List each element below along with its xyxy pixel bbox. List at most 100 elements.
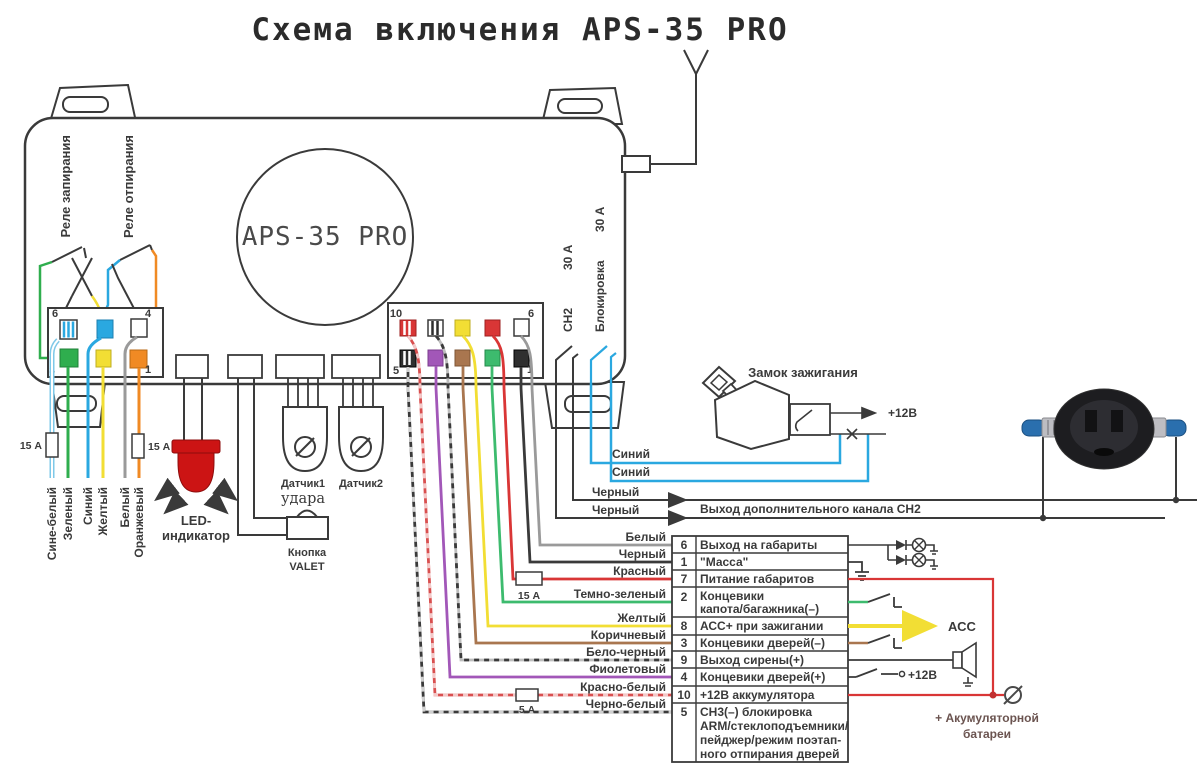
blue-wire-label-1: Синий [612,447,650,461]
relay-pin-6: 6 [52,308,58,320]
ch2-amp-label: 30 А [561,244,575,270]
wire-label-beliy: Белый [625,530,666,544]
valet-label-2: VALET [289,561,325,573]
row4-num: 4 [681,670,688,684]
ignition-label: Замок зажигания [748,365,858,380]
row7-num: 7 [681,572,688,586]
row1-num: 1 [681,555,688,569]
wire-label-cherniy: Черный [619,547,666,561]
black-wire-label-2: Черный [592,503,639,517]
wire-label-fioletoviy: Фиолетовый [589,662,666,676]
block-amp-label: 30 А [593,206,607,232]
relay-pin-1: 1 [145,364,151,376]
bottom-left-bracket-slot [56,395,97,412]
led-label-2: индикатор [162,528,230,543]
row8-desc: АСС+ при зажигании [700,619,823,633]
shock-sensor-1: Датчик1 удара [281,378,328,507]
row7-desc: Питание габаритов [700,572,814,586]
row9-desc: Выход сирены(+) [700,653,804,667]
row10-desc: +12В аккумулятора [700,688,815,702]
fuse-red-wire [515,571,543,586]
wire-label-white: Белый [118,487,132,528]
valet-label-1: Кнопка [288,547,327,559]
table-right-circuits [848,537,1023,705]
main-pin-1: 1 [527,364,533,376]
fuse-orange [131,433,145,459]
sensor2-label: Датчик2 [339,478,383,490]
valet-button: Кнопка VALET [237,378,329,573]
row5-desc-2: ARM/стеклоподъемники/ [700,719,849,733]
row2-num: 2 [681,590,688,604]
page-title: Схема включения APS-35 PRO [251,12,788,48]
main-harness-wires [406,335,672,714]
bottom-right-bracket-slot [564,395,612,413]
row2-desc-2: капота/багажника(–) [700,602,819,616]
ch2-block-contacts [555,345,617,383]
relay-connector: 6 4 3 1 [47,307,164,378]
main-pin-10: 10 [390,308,402,320]
relay-lock-label: Реле запирания [58,135,73,237]
wire-label-belo-cherniy: Бело-черный [586,645,666,659]
accessory-connectors [175,354,381,379]
row1-desc: "Масса" [700,555,748,569]
table-wire-labels: Белый Черный Красный Темно-зеленый Желты… [574,530,666,711]
unit-speaker-circle [236,148,414,326]
relay-unlock-label: Реле отпирания [121,135,136,238]
blue-wire-label-2: Синий [612,465,650,479]
wire-label-blue: Синий [81,487,95,525]
ch2-label: СН2 [561,308,575,332]
fuse-right-label: 15 А [148,441,171,453]
black-wire-label-1: Черный [592,485,639,499]
wire-label-cherno-beliy: Черно-белый [586,697,666,711]
main-pin-6: 6 [528,308,534,320]
block-label: Блокировка [593,260,607,332]
wire-label-zheltiy: Желтый [616,611,666,625]
led-label-1: LED- [181,513,211,528]
wire-label-orange: Оранжевый [132,487,146,558]
terminal-table: 6 Выход на габариты 1 "Масса" 7 Питание … [671,535,849,763]
row6-num: 6 [681,538,688,552]
led-indicator: LED- индикатор [154,378,238,543]
wire-label-korichneviy: Коричневый [591,628,666,642]
door-plus12-label: +12В [908,668,937,682]
ch2-output-label: Выход дополнительного канала СН2 [700,502,921,516]
mid-wires [555,383,1197,526]
unit-label: APS-35 PRO [242,222,409,252]
fuse-red-label: 15 А [518,590,541,602]
battery-label-2: батареи [963,727,1011,741]
main-pin-5: 5 [393,365,399,377]
row3-num: 3 [681,636,688,650]
battery-label-1: + Акумуляторной [935,711,1039,725]
fuse-left-label: 15 А [20,440,43,452]
sensor1-label-1: Датчик1 [281,478,325,490]
wire-label-krasniy: Красный [613,564,666,578]
row9-num: 9 [681,653,688,667]
wire-label-krasno-beliy: Красно-белый [580,680,666,694]
sensor1-label-2: удара [281,491,325,507]
row5-desc-4: ного отпирания дверей [700,747,839,761]
row8-num: 8 [681,619,688,633]
wire-label-green: Зеленый [61,487,75,540]
ignition-lock [701,365,886,451]
fuse-blue-white [45,432,59,458]
wire-label-yellow: Желтый [96,487,110,537]
row5-desc-1: СН3(–) блокировка [700,705,812,719]
row5-num: 5 [681,705,688,719]
row2-desc-1: Концевики [700,589,764,603]
relay-output-wires [45,335,145,478]
blocking-relay-device [1021,388,1187,522]
wire-label-blue-white: Сине-белый [45,487,59,560]
ignition-plus12-label: +12В [888,406,917,420]
fuse-red-white-wire [515,688,539,702]
row6-desc: Выход на габариты [700,538,817,552]
row5-desc-3: пейджер/режим поэтап- [700,733,841,747]
relay-wire-labels: Сине-белый Зеленый Синий Желтый Белый Ор… [45,487,146,560]
main-connector: 10 6 5 1 [387,302,544,379]
sensor-2: Датчик2 [338,378,384,490]
row4-desc: Концевики дверей(+) [700,670,825,684]
row10-num: 10 [677,688,691,702]
wire-label-temno-zeleniy: Темно-зеленый [574,587,666,601]
antenna [621,49,709,173]
